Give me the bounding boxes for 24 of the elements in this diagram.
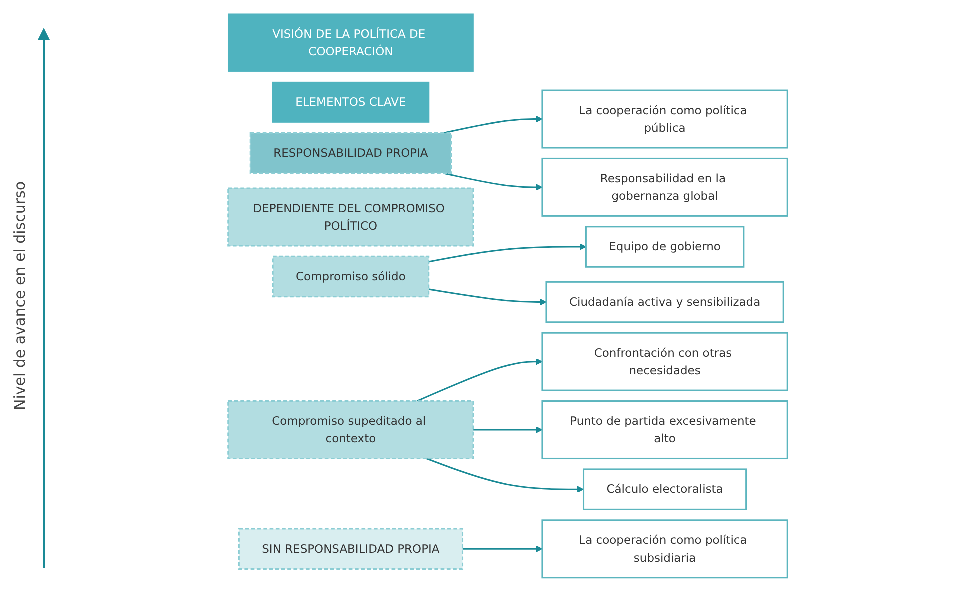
node-box: Compromiso supeditado al contexto <box>228 400 474 460</box>
node-box: Punto de partida excesivamente alto <box>542 400 788 460</box>
arrow <box>443 116 543 134</box>
node-box: Equipo de gobierno <box>585 226 745 268</box>
arrow <box>443 172 543 191</box>
arrow <box>416 358 543 402</box>
node-box: DEPENDIENTE DEL COMPROMISO POLÍTICO <box>228 188 474 247</box>
node-box: La cooperación como política subsidiaria <box>542 520 788 579</box>
node-box: Ciudadanía activa y sensibilizada <box>546 281 784 324</box>
node-box: RESPONSABILIDAD PROPIA <box>250 132 452 174</box>
node-box: La cooperación como política pública <box>542 90 788 149</box>
node-box: VISIÓN DE LA POLÍTICA DE COOPERACIÓN <box>228 14 474 72</box>
arrow <box>426 458 584 493</box>
arrow <box>428 288 547 306</box>
node-box: Responsabilidad en la gobernanza global <box>542 158 788 217</box>
arrow <box>474 426 543 434</box>
node-box: Cálculo electoralista <box>583 468 748 510</box>
node-box: Confrontación con otras necesidades <box>542 332 788 392</box>
arrow <box>428 244 586 263</box>
axis-label: Nivel de avance en el discurso <box>11 181 29 411</box>
node-box: Compromiso sólido <box>272 256 430 298</box>
node-box: SIN RESPONSABILIDAD PROPIA <box>238 528 464 570</box>
arrow <box>462 546 543 553</box>
node-box: ELEMENTOS CLAVE <box>272 82 430 123</box>
